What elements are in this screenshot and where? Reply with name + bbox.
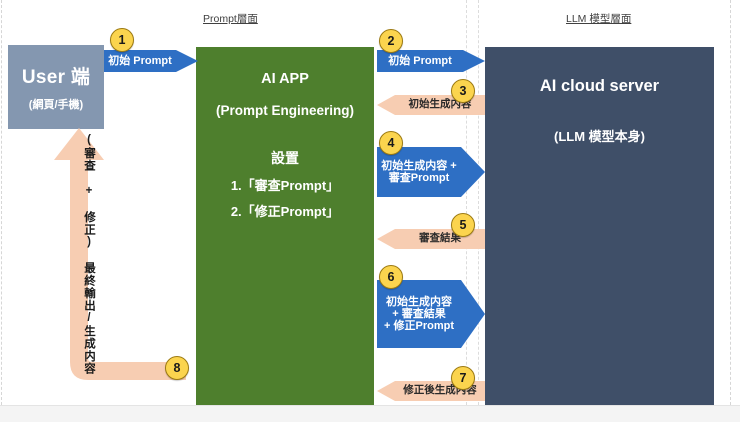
lane-separator-2 (478, 0, 479, 405)
node-user-client[interactable]: User 端 (網頁/手機) (8, 45, 104, 129)
arrow-step-6-line-2: + 審查結果 (392, 307, 446, 320)
node-ai-app-settings-heading: 設置 (271, 150, 299, 166)
node-ai-app-title: AI APP (261, 71, 309, 87)
arrow-step-2-label: 初始 Prompt (388, 54, 452, 67)
canvas-bottom-bar (0, 405, 740, 422)
arrow-step-6[interactable]: 初始生成内容 + 審查結果 + 修正Prompt (377, 280, 485, 348)
badge-step-4[interactable]: 4 (379, 131, 403, 155)
badge-step-8[interactable]: 8 (165, 356, 189, 380)
arrow-step-1-label: 初始 Prompt (108, 54, 172, 67)
arrow-step-1[interactable]: 初始 Prompt (104, 50, 198, 72)
node-ai-app-subtitle: (Prompt Engineering) (216, 103, 354, 118)
badge-step-5[interactable]: 5 (451, 213, 475, 237)
lane-title-llm: LLM 模型層面 (566, 13, 632, 25)
arrow-step-6-line-1: 初始生成内容 (385, 295, 452, 308)
arrow-step-6-line-3: + 修正Prompt (384, 320, 454, 333)
arrow-step-6-label: 初始生成内容 + 審查結果 + 修正Prompt (384, 296, 454, 333)
arrow-step-4-line-2: 審查Prompt (388, 172, 450, 184)
badge-step-7[interactable]: 7 (451, 366, 475, 390)
node-llm-subtitle: (LLM 模型本身) (554, 129, 645, 144)
node-ai-app-setting-item-2: 2.「修正Prompt」 (230, 204, 340, 219)
arrow-step-5-label: 審查結果 (419, 232, 461, 245)
node-user-subtitle: (網頁/手機) (28, 99, 84, 111)
canvas-left-border (1, 0, 2, 405)
arrow-step-4[interactable]: 初始生成内容 + 審查Prompt (377, 147, 485, 197)
node-ai-app[interactable]: AI APP (Prompt Engineering) 設置 1.「審查Prom… (196, 47, 374, 405)
badge-step-1[interactable]: 1 (110, 28, 134, 52)
arrow-step-2[interactable]: 初始 Prompt (377, 50, 485, 72)
badge-step-3[interactable]: 3 (451, 79, 475, 103)
node-llm-title: AI cloud server (539, 77, 660, 95)
arrow-step-4-label: 初始生成内容 + 審查Prompt (381, 160, 456, 185)
lane-title-prompt: Prompt層面 (203, 13, 258, 25)
canvas-right-border (730, 0, 731, 405)
arrow-step-3-label: 初始生成内容 (408, 98, 472, 111)
arrow-step-8-shape (54, 128, 186, 380)
badge-step-2[interactable]: 2 (379, 29, 403, 53)
node-llm-server[interactable]: AI cloud server (LLM 模型本身) (485, 47, 714, 405)
node-user-title: User 端 (21, 67, 91, 88)
node-ai-app-setting-item-1: 1.「審查Prompt」 (230, 178, 340, 193)
lane-separator-1 (466, 0, 467, 405)
arrow-step-4-line-1: 初始生成内容 + (381, 159, 457, 172)
badge-step-6[interactable]: 6 (379, 265, 403, 289)
arrow-step-7-label: 修正後生成内容 (403, 384, 477, 397)
arrow-step-8-final-output[interactable]: (審查 + 修正) 最終輸出/生成内容 (36, 126, 186, 380)
arrow-step-8-label: (審查 + 修正) 最終輸出/生成内容 (83, 133, 95, 375)
